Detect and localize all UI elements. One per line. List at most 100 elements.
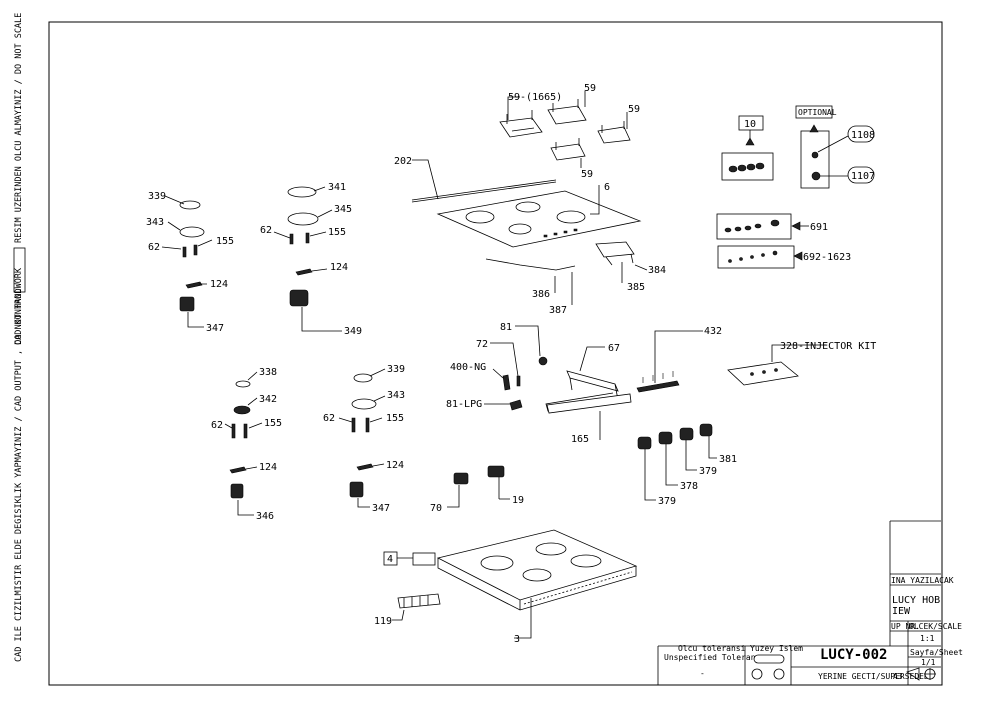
injector-kit-328 — [727, 361, 799, 386]
knob — [746, 163, 756, 171]
knob — [754, 223, 762, 229]
label-691: 691 — [810, 222, 828, 233]
label-62: 62 — [211, 420, 223, 431]
label-345: 345 — [334, 204, 352, 215]
label-1108: 1108 — [851, 130, 875, 141]
cad-output-note: CAD ILE CIZILMISTIR ELDE DEGISIKLIK YAPM… — [14, 267, 24, 662]
leader-lines — [338, 368, 386, 508]
symbol-circle — [773, 668, 785, 680]
leader-lines — [644, 436, 717, 501]
clip-124-d — [356, 463, 374, 471]
gas-components: 81 72 400-NG 81-LPG 67 165 432 328-INJEC… — [446, 322, 876, 445]
label-347: 347 — [372, 503, 390, 514]
knob — [734, 226, 742, 232]
label-387: 387 — [549, 305, 567, 316]
gas-pipe-385 — [595, 241, 635, 266]
label-385: 385 — [627, 282, 645, 293]
leader-lines — [392, 609, 405, 621]
label-384: 384 — [648, 265, 666, 276]
label-70: 70 — [430, 503, 442, 514]
label-124: 124 — [210, 279, 228, 290]
cad-kontrol-box — [13, 247, 26, 293]
label-339: 339 — [148, 191, 166, 202]
tray-burner — [535, 542, 567, 556]
label-1107: 1107 — [851, 171, 875, 182]
label-349: 349 — [344, 326, 362, 337]
leader-lines — [412, 159, 648, 305]
burner-crown-343 — [179, 226, 205, 238]
label-4: 4 — [387, 554, 393, 565]
injector-81 — [538, 356, 548, 366]
surface-box — [753, 654, 785, 664]
arrow-head — [791, 221, 801, 231]
burner-rail-165 — [546, 393, 632, 414]
knob-dot — [750, 255, 754, 259]
drawing-frame — [48, 21, 943, 686]
gas-tap-379 — [637, 436, 652, 450]
pan-support-59-c — [550, 138, 586, 161]
burner-crown-345 — [287, 212, 319, 226]
injector-row-432 — [636, 371, 680, 393]
label-124: 124 — [330, 262, 348, 273]
drawing-code: LUCY-002 — [820, 647, 887, 663]
pan-support-59-1665 — [499, 110, 543, 138]
part-1108 — [811, 151, 819, 159]
leader-lines — [397, 557, 532, 639]
tolerance-value: - — [700, 669, 705, 678]
label-3: 3 — [514, 634, 520, 645]
knob-dot — [728, 259, 732, 263]
injector-400-ng — [502, 374, 511, 391]
projection-symbol-icon — [906, 667, 920, 681]
burner-cap-339-b — [353, 373, 373, 383]
label-347: 347 — [206, 323, 224, 334]
gas-tap-347-b — [349, 481, 364, 498]
paper-size: A3 — [893, 672, 903, 681]
gas-tap-347 — [179, 296, 195, 312]
optional-box — [795, 105, 833, 119]
pan-supports: 59-(1665) 59 59 59 — [499, 83, 640, 180]
burner-hole — [465, 210, 495, 224]
base-tray: 4 119 3 — [374, 529, 638, 645]
label-202: 202 — [394, 156, 412, 167]
kit-dot — [762, 370, 766, 374]
label-341: 341 — [328, 182, 346, 193]
label-124: 124 — [259, 462, 277, 473]
label-59-1665: 59-(1665) — [508, 92, 562, 103]
burner-crown-343-b — [351, 398, 377, 410]
label-379: 379 — [658, 496, 676, 507]
burner-cap-339 — [179, 200, 201, 210]
gas-tap-378 — [658, 431, 673, 445]
thermocouple-62 — [182, 246, 187, 258]
label-box-4 — [383, 551, 398, 566]
label-19: 19 — [512, 495, 524, 506]
label-62: 62 — [323, 413, 335, 424]
label-155: 155 — [386, 413, 404, 424]
burner-hole — [515, 201, 541, 213]
knob-set-691 — [716, 213, 792, 240]
spring-clips-119 — [397, 593, 441, 609]
leader-lines — [484, 325, 826, 440]
kit-dot — [774, 368, 778, 372]
burner-cap-338 — [235, 380, 251, 388]
gas-tap-349 — [289, 289, 309, 307]
label-692-1623: 692-1623 — [803, 252, 851, 263]
knob-dot — [772, 250, 778, 256]
clip-124-b — [295, 268, 313, 276]
burner-cap-341 — [287, 186, 317, 198]
scale-value: 1:1 — [920, 634, 935, 643]
cad-kontrol-note: CAD KONTROL — [14, 289, 24, 345]
clip-124 — [185, 281, 203, 289]
glass-top-6 — [436, 190, 642, 248]
label-81-lpg: 81-LPG — [446, 399, 482, 410]
tray-burner — [522, 568, 552, 582]
bracket-4 — [412, 552, 436, 566]
injector-81-lpg — [509, 399, 523, 411]
knob — [737, 164, 747, 172]
tolerance-text: Unspecified Tolerance — [664, 653, 765, 662]
side-notes: RESIM UZERINDEN OLCU ALMAYINIZ / DO NOT … — [13, 13, 26, 662]
spark-plug-155-c — [243, 423, 248, 439]
hob-top: 202 6 384 385 386 387 — [394, 156, 666, 316]
surface-label: Yuzey Islem — [750, 644, 803, 653]
gas-tap-381 — [699, 423, 713, 437]
